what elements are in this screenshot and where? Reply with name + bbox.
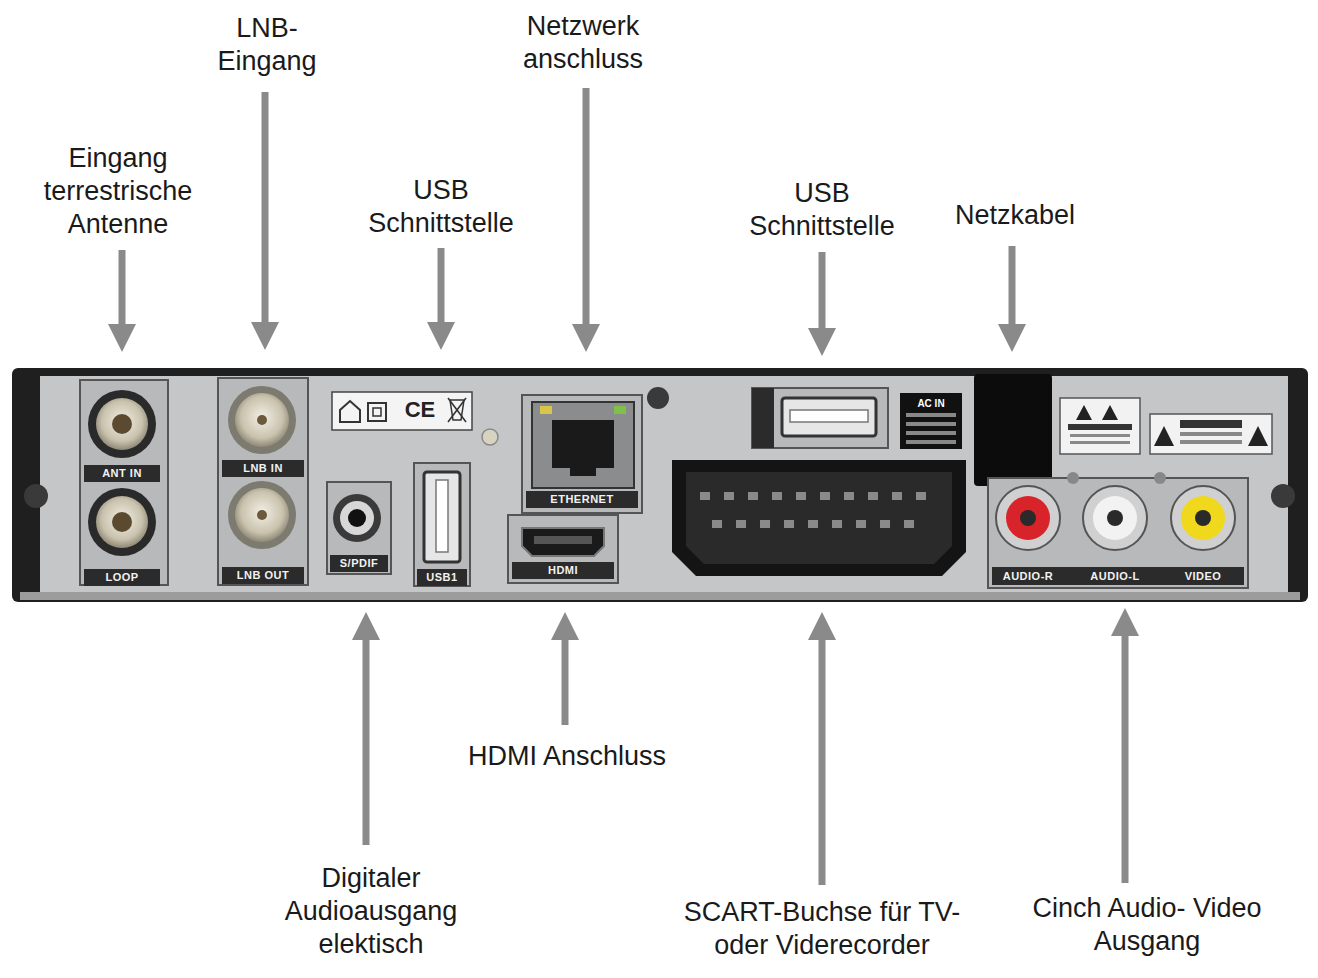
callout-text: Cinch Audio- Video Ausgang bbox=[1007, 892, 1287, 958]
hdmi-port bbox=[508, 515, 618, 583]
certification-sticker bbox=[332, 392, 498, 445]
ce-mark: CE bbox=[395, 398, 445, 422]
port-label: ANT IN bbox=[84, 467, 160, 480]
callout-text: Digitaler Audioausgang elektisch bbox=[266, 862, 476, 961]
callout-text: Eingang terrestrische Antenne bbox=[23, 142, 213, 241]
callout-text: HDMI Anschluss bbox=[437, 740, 697, 773]
port-label: LNB IN bbox=[222, 462, 304, 475]
caution-stickers bbox=[1060, 398, 1272, 454]
port-label: LOOP bbox=[84, 571, 160, 584]
callout-text: USB Schnittstelle bbox=[346, 174, 536, 240]
port-label: HDMI bbox=[512, 564, 614, 577]
cinch-connectors bbox=[988, 472, 1248, 588]
ethernet-port bbox=[522, 395, 642, 513]
lnb-connectors bbox=[218, 378, 308, 585]
callout-text: SCART-Buchse für TV- oder Viderecorder bbox=[657, 896, 987, 962]
callout-text: LNB- Eingang bbox=[207, 12, 327, 78]
callout-text: Netzwerk anschluss bbox=[503, 10, 663, 76]
port-label: VIDEO bbox=[1163, 570, 1243, 583]
port-label: LNB OUT bbox=[222, 569, 304, 582]
usb-port bbox=[752, 388, 888, 448]
scart-socket bbox=[672, 460, 966, 576]
port-label: USB1 bbox=[417, 571, 467, 584]
callout-text: USB Schnittstelle bbox=[727, 177, 917, 243]
usb-port bbox=[414, 463, 470, 586]
port-label: ETHERNET bbox=[526, 493, 638, 506]
port-label: AC IN bbox=[901, 398, 961, 410]
antenna-connectors bbox=[80, 380, 168, 586]
power-rating-plate bbox=[900, 393, 962, 449]
port-label: AUDIO-L bbox=[1075, 570, 1155, 583]
port-label: S/PDIF bbox=[330, 557, 388, 570]
leader-arrows bbox=[122, 88, 1125, 885]
power-cable bbox=[974, 374, 1052, 486]
device-housing bbox=[12, 368, 1308, 602]
spdif-jack bbox=[327, 482, 391, 574]
callout-text: Netzkabel bbox=[930, 199, 1100, 232]
port-label: AUDIO-R bbox=[988, 570, 1068, 583]
